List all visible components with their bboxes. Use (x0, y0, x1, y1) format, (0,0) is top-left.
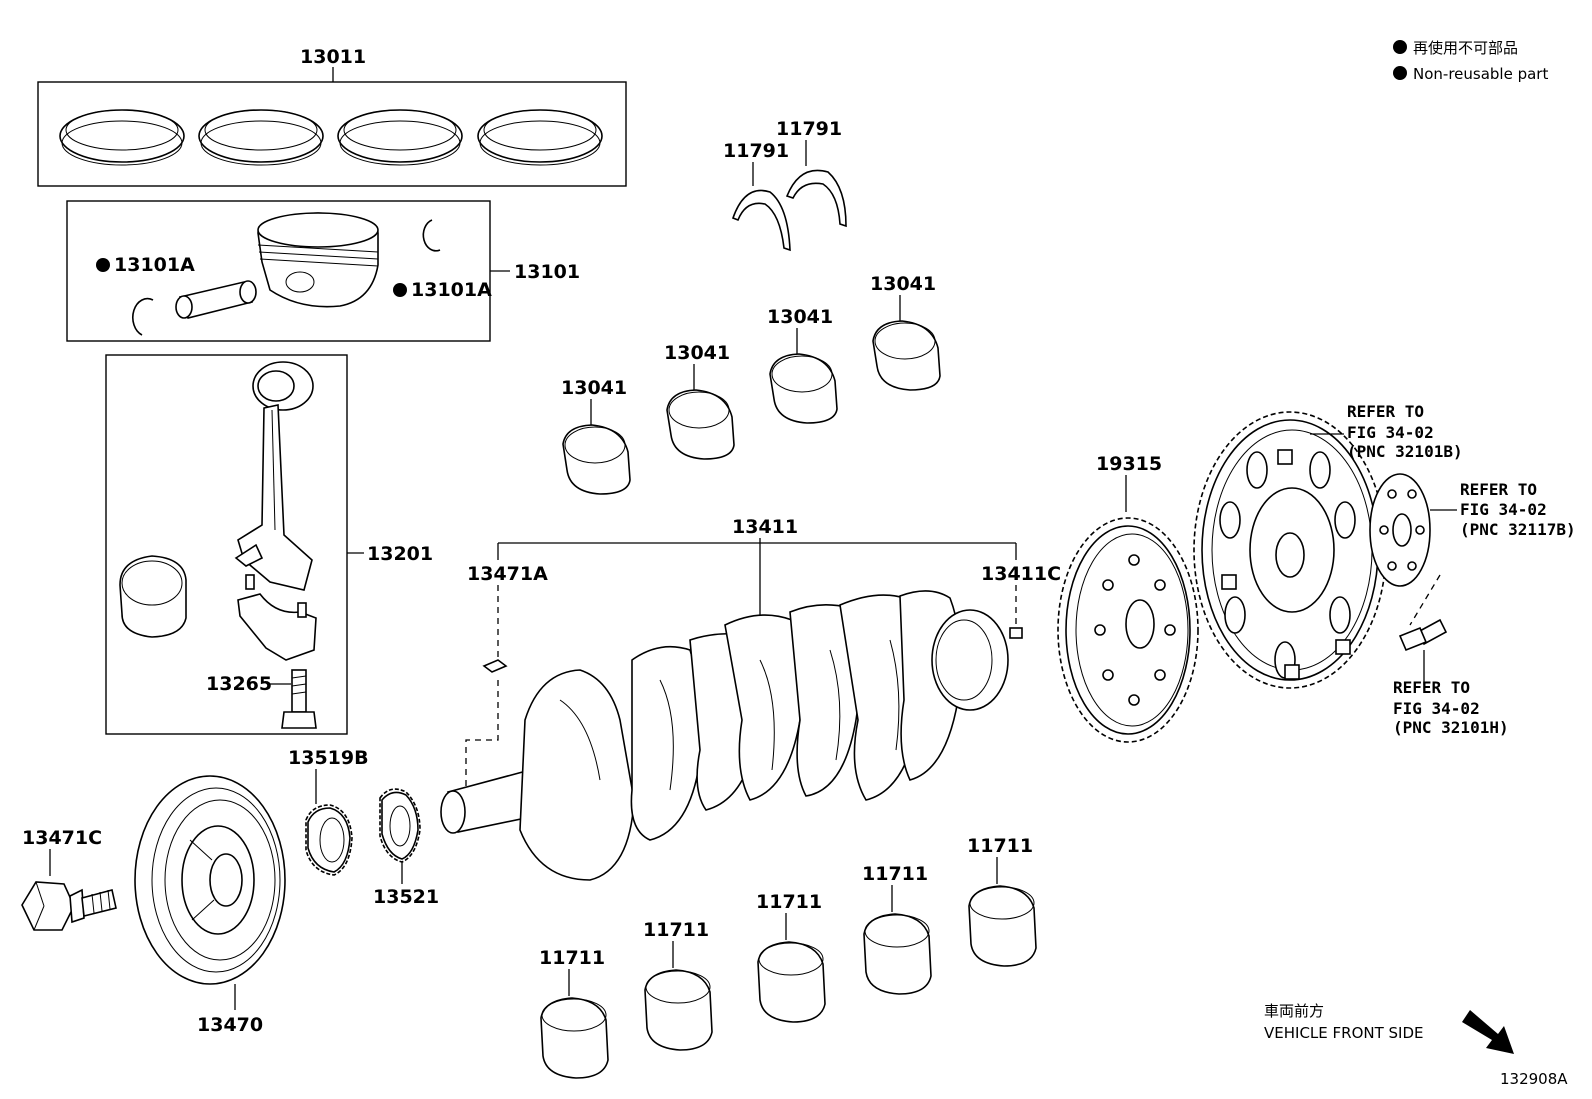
legend-text-jp: 再使用不可部品 (1413, 39, 1518, 57)
signal-rotor-plate (1057, 517, 1199, 743)
svg-text:REFER TO: REFER TO (1393, 678, 1470, 697)
piston-ring (59, 109, 185, 166)
part-number-13265: 13265 (206, 673, 272, 695)
bearing-shell (769, 353, 838, 424)
connecting-rod-assembly: 13201 13265 (105, 354, 433, 735)
part-number-11711-c: 11711 (756, 891, 822, 913)
svg-text:REFER TO: REFER TO (1460, 480, 1537, 499)
bearing-shell (540, 997, 609, 1079)
non-reusable-dot-icon (1393, 66, 1407, 80)
part-number-11791-a: 11791 (723, 140, 789, 162)
part-number-13101: 13101 (514, 261, 580, 283)
piston (257, 212, 379, 308)
main-bearings: 11711 11711 11711 11711 11711 (539, 835, 1037, 1079)
svg-text:FIG 34-02: FIG 34-02 (1460, 500, 1547, 519)
crankshaft-key (482, 659, 508, 673)
part-number-11711-d: 11711 (862, 863, 928, 885)
bearing-shell (872, 320, 941, 391)
crankshaft-assembly: 13411 13471A 13411C (440, 516, 1061, 881)
bearing-shell (863, 913, 932, 995)
part-number-13470: 13470 (197, 1014, 263, 1036)
crankshaft-plug (1009, 627, 1023, 639)
svg-text:REFER TO: REFER TO (1347, 402, 1424, 421)
non-reusable-dot-icon (96, 258, 110, 272)
piston-ring (198, 109, 324, 166)
piston-pin (175, 280, 257, 319)
svg-text:FIG 34-02: FIG 34-02 (1347, 423, 1434, 442)
connecting-rod-bearing (119, 555, 187, 638)
svg-text:(PNC 32101H): (PNC 32101H) (1393, 718, 1509, 737)
non-reusable-dot-icon (393, 283, 407, 297)
reference-note-3: REFER TO FIG 34-02 (PNC 32101H) (1393, 678, 1509, 737)
connecting-rod-bearings: 13041 13041 13041 13041 (561, 273, 941, 495)
part-number-11711-b: 11711 (643, 919, 709, 941)
spacer-plate-reference (1369, 473, 1431, 587)
piston-ring (477, 109, 603, 166)
bearing-shell (757, 941, 826, 1023)
svg-text:(PNC 32101B): (PNC 32101B) (1347, 442, 1463, 461)
connecting-rod-bolt (281, 669, 317, 729)
bearing-shell (666, 389, 735, 460)
pulley-bolt: 13471C (21, 827, 117, 931)
piston-assembly: 13101 13101A 13101A (66, 200, 580, 342)
part-number-13411C: 13411C (981, 563, 1061, 585)
reference-note-2: REFER TO FIG 34-02 (PNC 32117B) (1430, 480, 1576, 539)
front-label-jp: 車両前方 (1264, 1002, 1324, 1020)
timing-gear (305, 804, 353, 876)
crankshaft-position-rotor: 19315 (1057, 453, 1199, 743)
bearing-shell (968, 885, 1037, 967)
part-number-13201: 13201 (367, 543, 433, 565)
legend-text-en: Non-reusable part (1413, 65, 1548, 83)
flywheel-bolt (1398, 618, 1448, 685)
vehicle-front-indicator: 車両前方 VEHICLE FRONT SIDE (1264, 1002, 1514, 1054)
bearing-shell (562, 424, 631, 495)
thrust-washer (785, 169, 847, 228)
snap-ring (132, 297, 154, 336)
part-number-13011: 13011 (300, 46, 366, 68)
part-number-13041-d: 13041 (870, 273, 936, 295)
part-number-11711-a: 11711 (539, 947, 605, 969)
connecting-rod (234, 361, 317, 661)
part-number-13101A-right: 13101A (411, 279, 492, 301)
part-number-13471A: 13471A (467, 563, 548, 585)
front-label-en: VEHICLE FRONT SIDE (1264, 1024, 1424, 1042)
part-number-13041-a: 13041 (561, 377, 627, 399)
thrust-washers: 11791 11791 (723, 118, 847, 252)
crankshaft-gears: 13519B 13521 (288, 747, 439, 908)
part-number-11711-e: 11711 (967, 835, 1033, 857)
non-reusable-dot-icon (1393, 40, 1407, 54)
crankshaft (440, 590, 1009, 881)
part-number-19315: 19315 (1096, 453, 1162, 475)
figure-id: 132908A (1500, 1070, 1568, 1088)
bearing-shell (644, 969, 713, 1051)
piston-ring (337, 109, 463, 166)
part-number-11791-b: 11791 (776, 118, 842, 140)
snap-ring (422, 219, 441, 252)
svg-text:FIG 34-02: FIG 34-02 (1393, 699, 1480, 718)
part-number-13101A-left: 13101A (114, 254, 195, 276)
oil-pump-drive-gear (379, 788, 421, 863)
part-number-13041-b: 13041 (664, 342, 730, 364)
legend: 再使用不可部品 Non-reusable part (1393, 39, 1548, 83)
part-number-13471C: 13471C (22, 827, 102, 849)
svg-text:(PNC 32117B): (PNC 32117B) (1460, 520, 1576, 539)
part-number-13411: 13411 (732, 516, 798, 538)
part-number-13519B: 13519B (288, 747, 369, 769)
front-arrow-icon (1462, 1010, 1514, 1054)
crankshaft-pulley: 13470 (134, 775, 286, 1036)
thrust-washer (731, 189, 791, 252)
reference-note-1: REFER TO FIG 34-02 (PNC 32101B) (1310, 402, 1463, 461)
piston-ring-set: 13011 (37, 46, 627, 187)
part-number-13041-c: 13041 (767, 306, 833, 328)
part-number-13521: 13521 (373, 886, 439, 908)
